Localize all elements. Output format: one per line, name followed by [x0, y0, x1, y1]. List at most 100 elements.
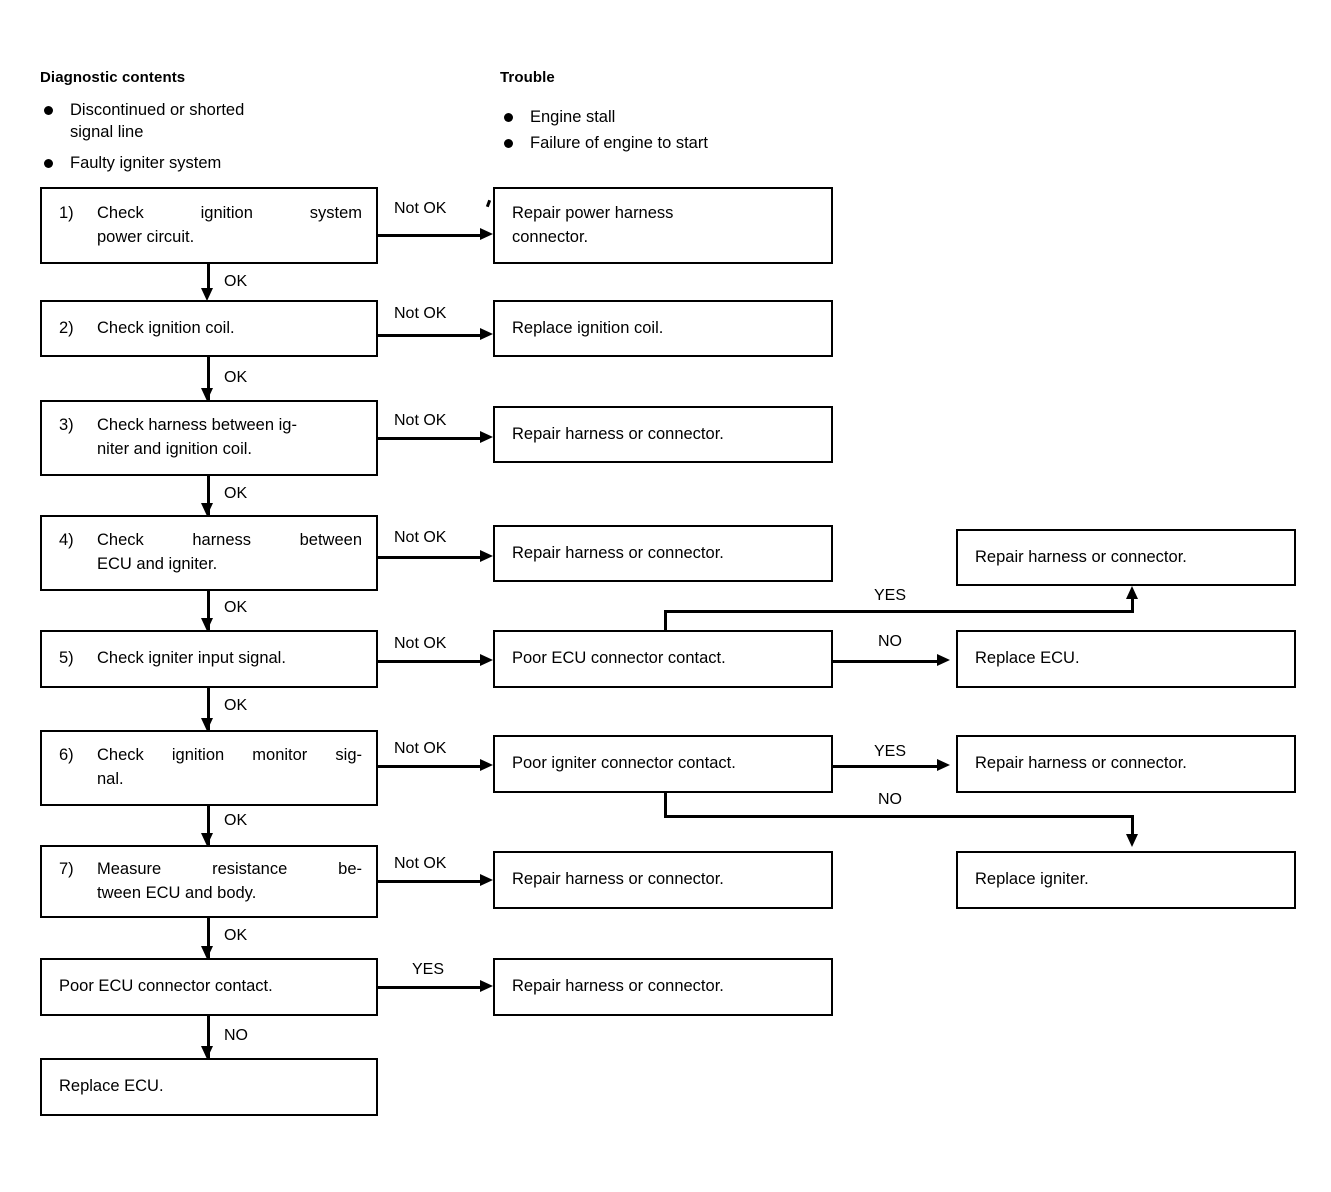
connector-notok-7-hline: [378, 880, 482, 883]
connector-notok-1-hline: [378, 234, 482, 237]
edge-label-no-5: NO: [878, 633, 902, 650]
step-4-body: Check harness between ECU and igniter.: [97, 529, 362, 577]
step-1-content: 1) Check ignition system power circuit.: [42, 202, 376, 250]
connector-yes-5-vline-riser: [1131, 597, 1134, 612]
connector-notok-4-hline: [378, 556, 482, 559]
step-box-5[interactable]: 5) Check igniter input signal.: [40, 630, 378, 688]
result-repair-harness-4-text: Repair harness or connector.: [512, 543, 724, 562]
result-poor-ecu-contact-text: Poor ECU connector contact.: [512, 649, 726, 668]
terminal-box-poor-ecu-contact[interactable]: Poor ECU connector contact.: [40, 958, 378, 1016]
final-box-replace-igniter[interactable]: Replace igniter.: [956, 851, 1296, 909]
edge-label-notok-1: Not OK: [394, 200, 447, 217]
edge-label-no-bottom: NO: [224, 1027, 248, 1044]
step-1-line2: power circuit.: [97, 227, 195, 246]
connector-yes-5-arrow: [1126, 586, 1138, 599]
connector-no-6-vline-down: [664, 793, 667, 817]
result-box-repair-power-harness[interactable]: Repair power harness connector.: [493, 187, 833, 264]
connector-ok-6-vline: [207, 806, 210, 845]
connector-ok-6-arrow: [201, 833, 213, 846]
connector-notok-7-arrow: [480, 874, 493, 886]
result-repair-harness-7-text: Repair harness or connector.: [512, 870, 724, 889]
step-box-3[interactable]: 3) Check harness between ig- niter and i…: [40, 400, 378, 476]
step-2-number: 2): [59, 318, 74, 337]
final-replace-ecu-text: Replace ECU.: [975, 649, 1080, 668]
step-3-number: 3): [59, 416, 74, 435]
edge-label-yes-6: YES: [874, 743, 907, 760]
step-box-6[interactable]: 6) Check ignition monitor sig- nal.: [40, 730, 378, 806]
result-repair-harness-3-text: Repair harness or connector.: [512, 424, 724, 443]
step-5-content: 5) Check igniter input signal.: [42, 647, 376, 671]
step-7-line2: tween ECU and body.: [97, 883, 257, 902]
trouble-bullet-item: Failure of engine to start: [504, 132, 708, 154]
final-replace-igniter-text: Replace igniter.: [975, 870, 1089, 889]
connector-ok-1-vline: [207, 264, 210, 291]
trouble-bullet-text: Engine stall: [530, 108, 616, 126]
step-7-body: Measure resistance be- tween ECU and bod…: [97, 858, 362, 906]
connector-yes-bottom-arrow: [480, 980, 493, 992]
step-6-line1: Check ignition monitor sig-: [97, 746, 362, 765]
edge-label-notok-7: Not OK: [394, 855, 447, 872]
step-4-number: 4): [59, 531, 74, 550]
edge-label-yes-5: YES: [874, 587, 907, 604]
connector-yes-6-arrow: [937, 759, 950, 771]
terminal-replace-ecu-text: Replace ECU.: [59, 1077, 164, 1096]
step-5-number: 5): [59, 649, 74, 668]
connector-ok-3-arrow: [201, 503, 213, 516]
connector-no-5-hline: [833, 660, 939, 663]
result-box-repair-harness-7[interactable]: Repair harness or connector.: [493, 851, 833, 909]
step-6-body: Check ignition monitor sig- nal.: [97, 744, 362, 792]
step-3-body: Check harness between ig- niter and igni…: [97, 414, 362, 462]
connector-ok-2-arrow: [201, 388, 213, 401]
bullet-dot-icon: [504, 113, 513, 122]
diagnostic-bullet-text: Faulty igniter system: [70, 154, 222, 172]
result-repair-harness-8-text: Repair harness or connector.: [512, 977, 724, 996]
step-box-7[interactable]: 7) Measure resistance be- tween ECU and …: [40, 845, 378, 918]
edge-label-ok-7: OK: [224, 927, 248, 944]
trouble-bullet-text: Failure of engine to start: [530, 134, 708, 152]
edge-label-ok-2: OK: [224, 369, 248, 386]
result-box-repair-harness-4[interactable]: Repair harness or connector.: [493, 525, 833, 582]
connector-notok-4-arrow: [480, 550, 493, 562]
result-replace-ignition-coil-text: Replace ignition coil.: [512, 318, 664, 337]
trouble-bullet-item: Engine stall: [504, 106, 615, 128]
connector-ok-7-arrow: [201, 946, 213, 959]
connector-ok-2-vline: [207, 357, 210, 400]
result-box-repair-harness-8[interactable]: Repair harness or connector.: [493, 958, 833, 1016]
final-box-repair-harness-top[interactable]: Repair harness or connector.: [956, 529, 1296, 586]
step-7-number: 7): [59, 859, 74, 878]
diagnostic-bullet-item: Faulty igniter system: [44, 152, 221, 174]
result-poor-igniter-contact-text: Poor igniter connector contact.: [512, 754, 736, 773]
final-box-repair-harness-mid[interactable]: Repair harness or connector.: [956, 735, 1296, 793]
connector-no-6-vline-drop: [1131, 815, 1134, 836]
edge-label-notok-3: Not OK: [394, 412, 447, 429]
step-6-content: 6) Check ignition monitor sig- nal.: [42, 744, 376, 792]
bullet-dot-icon: [504, 139, 513, 148]
connector-ok-5-arrow: [201, 718, 213, 731]
step-2-body: Check ignition coil.: [97, 318, 235, 337]
connector-no-6-hline: [664, 815, 1134, 818]
terminal-box-replace-ecu[interactable]: Replace ECU.: [40, 1058, 378, 1116]
step-box-4[interactable]: 4) Check harness between ECU and igniter…: [40, 515, 378, 591]
step-1-number: 1): [59, 203, 74, 222]
connector-ok-3-vline: [207, 476, 210, 515]
result-box-replace-ignition-coil[interactable]: Replace ignition coil.: [493, 300, 833, 357]
connector-ok-1-arrow: [201, 288, 213, 301]
connector-notok-3-hline: [378, 437, 482, 440]
connector-yes-bottom-hline: [378, 986, 482, 989]
connector-no-bottom-vline: [207, 1016, 210, 1058]
step-5-body: Check igniter input signal.: [97, 649, 286, 668]
result-box-repair-harness-3[interactable]: Repair harness or connector.: [493, 406, 833, 463]
result-box-poor-igniter-contact[interactable]: Poor igniter connector contact.: [493, 735, 833, 793]
edge-label-ok-5: OK: [224, 697, 248, 714]
final-box-replace-ecu[interactable]: Replace ECU.: [956, 630, 1296, 688]
result-box-poor-ecu-contact[interactable]: Poor ECU connector contact.: [493, 630, 833, 688]
connector-no-bottom-arrow: [201, 1046, 213, 1059]
step-box-2[interactable]: 2) Check ignition coil.: [40, 300, 378, 357]
step-box-1[interactable]: 1) Check ignition system power circuit.: [40, 187, 378, 264]
connector-notok-5-hline: [378, 660, 482, 663]
step-4-line1: Check harness between: [97, 531, 362, 550]
scan-artifact-tick: [485, 199, 492, 208]
step-3-line2: niter and ignition coil.: [97, 440, 253, 458]
connector-ok-7-vline: [207, 918, 210, 958]
